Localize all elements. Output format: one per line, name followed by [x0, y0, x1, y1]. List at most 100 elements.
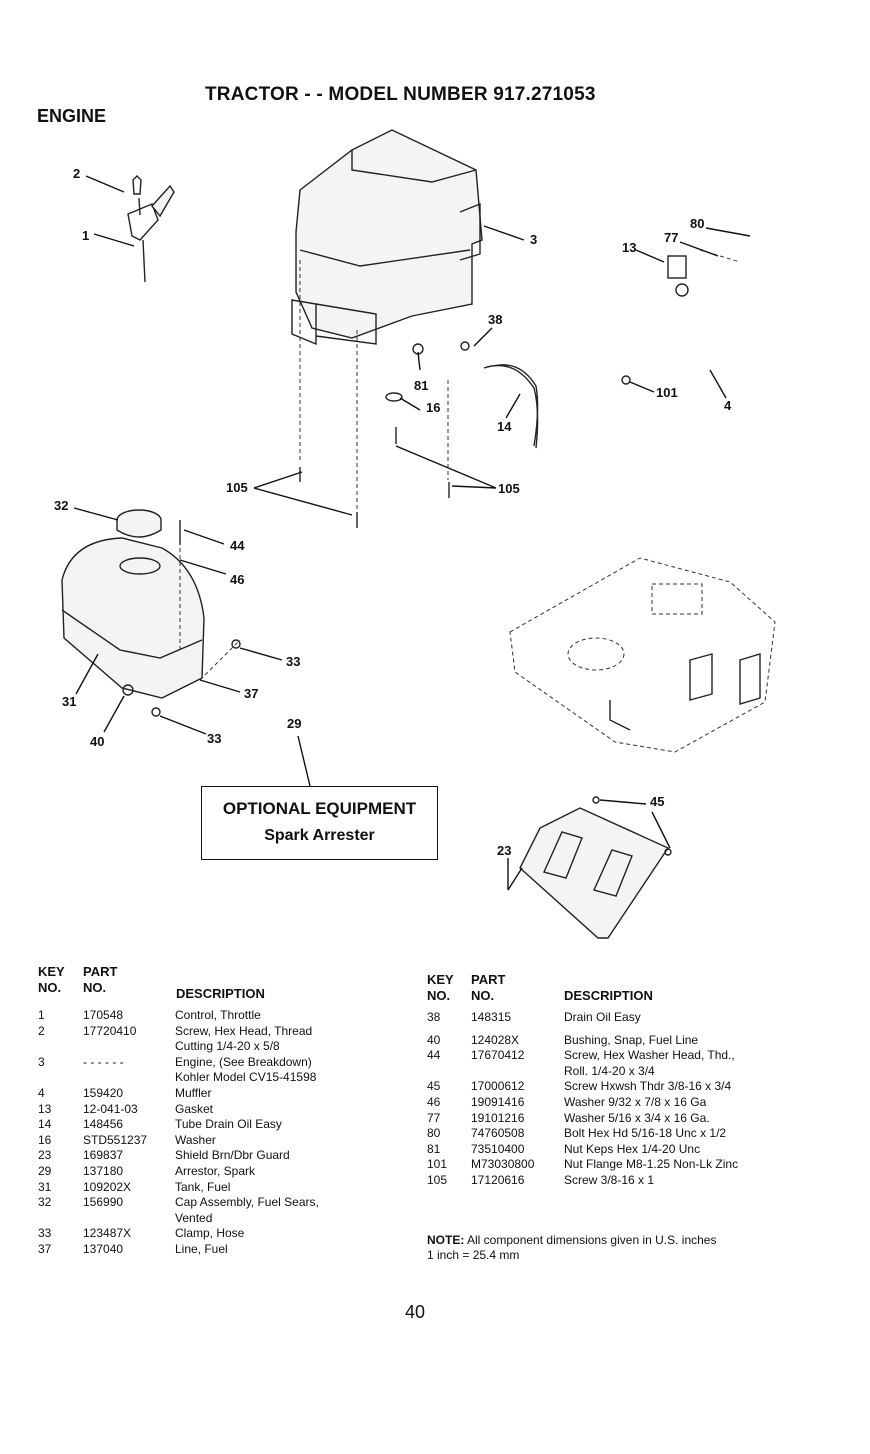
part-number: - - - - - - [83, 1054, 124, 1069]
optional-equipment-title: OPTIONAL EQUIPMENT [222, 799, 417, 818]
part-number: 109202X [83, 1179, 132, 1194]
part-description: Nut Flange M8-1.25 Non-Lk Zinc [564, 1157, 739, 1172]
callout-31: 31 [62, 694, 76, 709]
callout-labels: 2 1 3 80 77 13 38 81 16 14 101 4 105 105… [54, 166, 732, 858]
part-description: Tank, Fuel [175, 1179, 231, 1194]
part-description: Screw, Hex Washer Head, Thd., [564, 1048, 735, 1063]
key-number: 4 [38, 1085, 45, 1100]
key-number: 13 [38, 1101, 52, 1116]
part-description: Washer [175, 1132, 216, 1147]
key-number: 2 [38, 1023, 45, 1038]
part-number: 148456 [83, 1117, 124, 1132]
key-number: 77 [427, 1110, 441, 1125]
right-part-header: PART NO. [471, 972, 506, 1003]
key-number: 16 [38, 1132, 52, 1147]
spark-arrester-drawing [519, 796, 672, 939]
note-conversion: 1 inch = 25.4 mm [427, 1248, 520, 1262]
callout-37: 37 [244, 686, 258, 701]
callout-16: 16 [426, 400, 440, 415]
row-gap [427, 1026, 827, 1033]
callout-80: 80 [690, 216, 704, 231]
key-number: 101 [427, 1157, 448, 1172]
part-description: Screw 3/8-16 x 1 [564, 1172, 655, 1187]
part-number: 137040 [83, 1241, 124, 1256]
key-number: 38 [427, 1010, 441, 1024]
optional-equipment-item: Spark Arrester [264, 827, 375, 844]
part-number: 17720410 [83, 1023, 137, 1038]
key-number: 29 [38, 1163, 52, 1178]
muffler-bolt-drawing [667, 249, 741, 297]
note-text: All component dimensions given in U.S. i… [467, 1233, 717, 1247]
parts-row: 3- - - - - -Engine, (See Breakdown)Kohle… [38, 1055, 378, 1086]
part-number: 12-041-03 [83, 1101, 138, 1116]
callout-13: 13 [622, 240, 636, 255]
part-number: 17120616 [471, 1172, 525, 1187]
right-description-header: DESCRIPTION [564, 988, 653, 1003]
part-description: Roll. 1/4-20 x 3/4 [564, 1063, 655, 1078]
nut-101-drawing [621, 375, 631, 385]
key-number: 37 [38, 1241, 52, 1256]
part-description: Cap Assembly, Fuel Sears, [175, 1195, 319, 1210]
part-number: 124028X [471, 1032, 520, 1047]
note-label: NOTE: [427, 1233, 465, 1247]
part-description: Shield Brn/Dbr Guard [175, 1148, 290, 1163]
callout-38: 38 [488, 312, 502, 327]
callout-2: 2 [73, 166, 80, 181]
callout-101: 101 [656, 385, 678, 400]
callout-44: 44 [230, 538, 245, 553]
parts-row: 38 148315 Drain Oil Easy [427, 1010, 827, 1026]
callout-33-lower: 33 [207, 731, 221, 746]
parts-row: 105 17120616 Screw 3/8-16 x 1 [427, 1173, 827, 1189]
part-description: Drain Oil Easy [564, 1010, 641, 1024]
callout-4: 4 [724, 398, 732, 413]
callout-105-left: 105 [226, 480, 248, 495]
oil-drain-drawing [385, 341, 539, 449]
fuel-tank-drawing [61, 509, 241, 717]
part-description: Nut Keps Hex 1/4-20 Unc [564, 1141, 701, 1156]
part-description: Control, Throttle [175, 1008, 261, 1022]
key-number: 44 [427, 1048, 441, 1063]
callout-1: 1 [82, 228, 89, 243]
muffler-drawing [509, 557, 776, 753]
dimension-note: NOTE: All component dimensions given in … [427, 1233, 716, 1263]
screws-105-drawing [299, 467, 450, 528]
part-number: 156990 [83, 1195, 124, 1210]
callout-77: 77 [664, 230, 678, 245]
key-number: 40 [427, 1032, 441, 1047]
callout-33-upper: 33 [286, 654, 300, 669]
key-number: 23 [38, 1148, 52, 1163]
part-description: Tube Drain Oil Easy [175, 1117, 282, 1132]
part-description: Washer 9/32 x 7/8 x 16 Ga [564, 1094, 707, 1109]
key-number: 3 [38, 1054, 45, 1069]
part-number: 169837 [83, 1148, 124, 1163]
key-number: 105 [427, 1172, 448, 1187]
parts-row: 16 STD551237 Washer [38, 1133, 378, 1149]
callout-3: 3 [530, 232, 537, 247]
exploded-parts-diagram: 2 1 3 80 77 13 38 81 16 14 101 4 105 105… [54, 129, 776, 939]
callout-40: 40 [90, 734, 104, 749]
key-number: 46 [427, 1094, 441, 1109]
part-description: Screw, Hex Head, Thread [175, 1023, 313, 1038]
part-number: 170548 [83, 1008, 124, 1022]
left-part-header: PART NO. [83, 964, 118, 995]
key-number: 31 [38, 1179, 52, 1194]
part-number: STD551237 [83, 1132, 148, 1147]
part-number: 19101216 [471, 1110, 525, 1125]
part-number: 148315 [471, 1010, 512, 1024]
throttle-control-drawing [127, 175, 175, 283]
part-description: Bolt Hex Hd 5/16-18 Unc x 1/2 [564, 1126, 727, 1141]
